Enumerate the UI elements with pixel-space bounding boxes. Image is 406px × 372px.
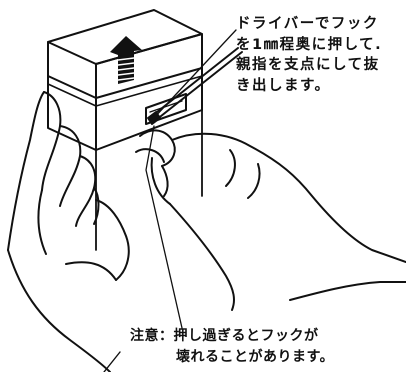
up-arrow-icon — [110, 36, 142, 84]
relay-module — [47, 9, 203, 251]
right-hand — [135, 129, 406, 311]
instruction-text: ドライバーでフック を1㎜程奥に押して. 親指を支点にして抜 き出します。 — [236, 14, 382, 96]
instruction-leader-line — [151, 29, 237, 121]
caution-leader-line — [145, 125, 183, 329]
relay-side-face — [95, 33, 203, 151]
left-hand — [7, 91, 130, 372]
caution-text: 注意：押し過ぎるとフックが 壊れることがあります。 — [130, 326, 334, 368]
instruction-line-2: を1㎜程奥に押して. — [236, 36, 383, 53]
caution-line-2: 壊れることがあります。 — [176, 349, 335, 365]
instruction-line-1: ドライバーでフック — [236, 16, 379, 32]
instruction-line-3: 親指を支点にして抜 — [236, 57, 380, 73]
caution-line-1: 注意：押し過ぎるとフックが — [130, 328, 319, 344]
instruction-line-4: き出します。 — [236, 77, 331, 94]
relay-front-face — [47, 41, 97, 151]
